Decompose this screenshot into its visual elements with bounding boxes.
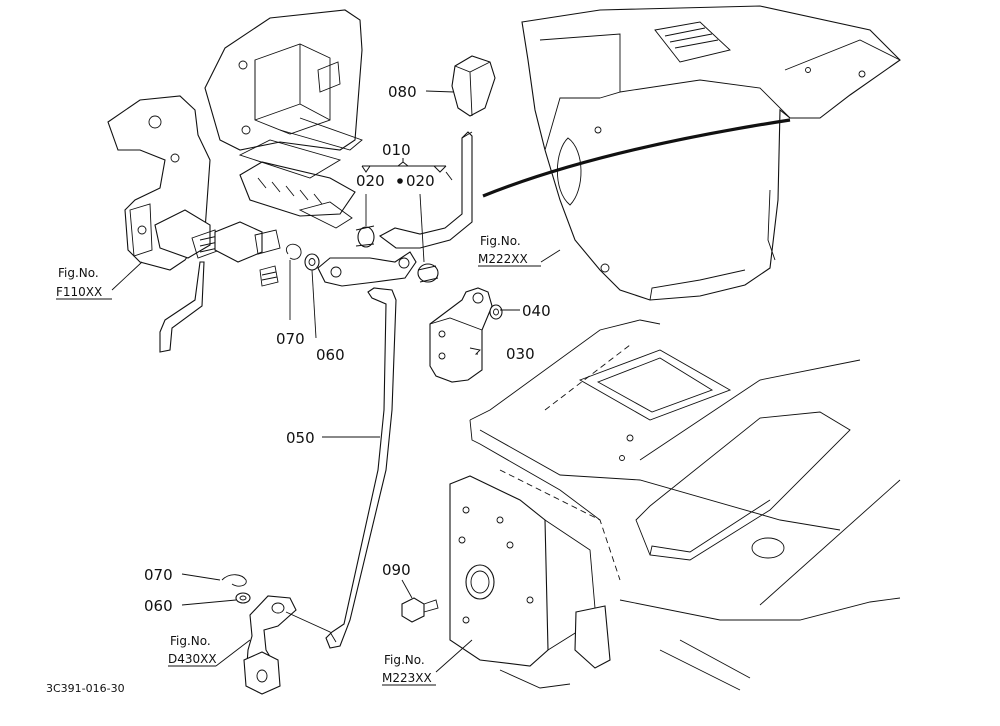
svg-text:F110XX: F110XX [56, 285, 102, 299]
label-part-080: 080 [388, 83, 417, 101]
label-part-020-left: 020 [356, 172, 385, 190]
label-part-030: 030 [506, 345, 535, 363]
fig-ref-f110xx[interactable]: Fig.No. F110XX [56, 266, 112, 300]
fig-ref-m222xx[interactable]: Fig.No. M222XX [478, 234, 541, 267]
knob-080 [451, 55, 496, 117]
wire-harness [482, 118, 791, 198]
frame-floor-plate [469, 319, 901, 691]
svg-text:Fig.No.: Fig.No. [480, 234, 521, 248]
bushing-020-right [417, 263, 439, 283]
svg-text:Fig.No.: Fig.No. [384, 653, 425, 667]
label-part-070-upper: 070 [276, 330, 305, 348]
side-plate [449, 475, 611, 689]
fender-cover [521, 5, 901, 301]
label-part-010: 010 [382, 141, 411, 159]
leader-lines [111, 90, 561, 673]
label-part-040: 040 [522, 302, 551, 320]
lower-linkage [243, 595, 337, 695]
rod-050 [325, 287, 397, 649]
fig-ref-d430xx[interactable]: Fig.No. D430XX [168, 634, 217, 667]
label-part-090: 090 [382, 561, 411, 579]
bracket-030 [429, 287, 493, 383]
clip-040 [489, 304, 503, 320]
svg-text:M222XX: M222XX [478, 252, 528, 266]
snap-pin-070-upper [286, 243, 302, 260]
snap-pin-070-lower [221, 574, 247, 587]
washer-060-lower [235, 592, 251, 604]
lever-arm [317, 251, 417, 287]
label-part-050: 050 [286, 429, 315, 447]
label-part-020-right: 020 [406, 172, 435, 190]
join-dot [397, 178, 403, 184]
svg-text:M223XX: M223XX [382, 671, 432, 685]
washer-060-upper [304, 253, 320, 271]
bolt-090 [401, 597, 439, 623]
drawing-code: 3C391-016-30 [46, 682, 125, 695]
bracket-assembly [107, 9, 363, 353]
lever-assembly-010 [378, 131, 473, 249]
label-part-060-upper: 060 [316, 346, 345, 364]
fig-ref-m223xx[interactable]: Fig.No. M223XX [382, 653, 436, 686]
svg-text:Fig.No.: Fig.No. [58, 266, 99, 280]
label-part-070-lower: 070 [144, 566, 173, 584]
svg-text:D430XX: D430XX [168, 652, 217, 666]
label-part-060-lower: 060 [144, 597, 173, 615]
svg-text:Fig.No.: Fig.No. [170, 634, 211, 648]
bushing-020-left [355, 225, 375, 248]
